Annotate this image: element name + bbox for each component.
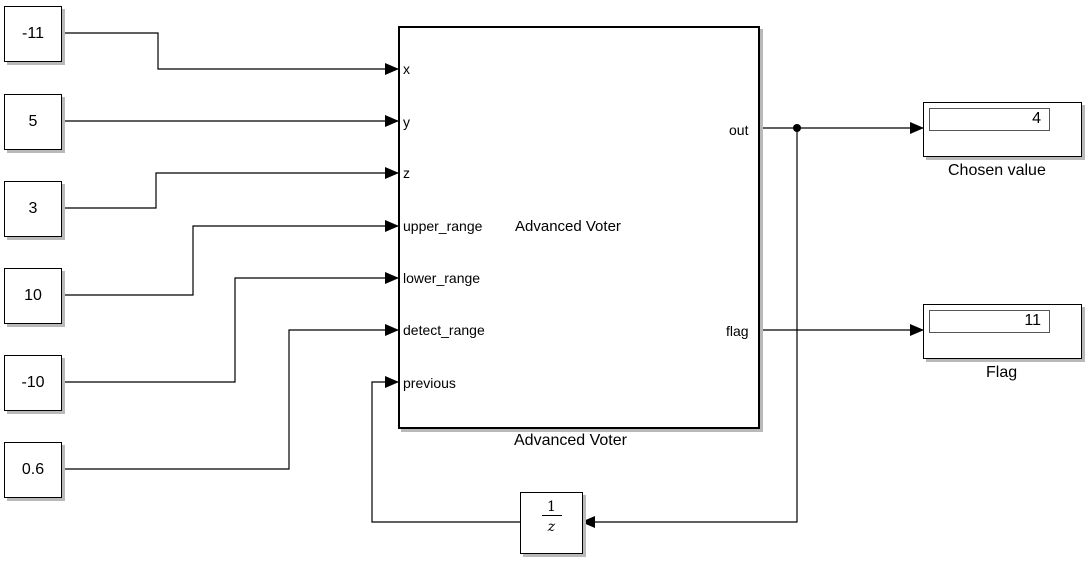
constant-value: 5 [28,113,38,130]
display-label-chosen-value: Chosen value [948,162,1046,179]
output-port-out: out [729,122,749,138]
constant-block[interactable]: -11 [4,6,62,62]
constant-value: 10 [24,287,42,304]
signal-line-previous[interactable] [371,376,520,523]
display-block-flag[interactable]: 11 [923,304,1082,359]
display-value: 4 [929,108,1050,131]
signal-line-lower-range[interactable] [61,272,399,383]
signal-line-detect-range[interactable] [61,324,399,470]
constant-block[interactable]: 0.6 [4,442,62,498]
constant-block[interactable]: 5 [4,94,62,150]
constant-block[interactable]: -10 [4,355,62,411]
input-port-lower-range: lower_range [403,270,481,286]
branch-point [793,124,801,132]
advanced-voter-subsystem[interactable] [398,26,760,429]
input-port-previous: previous [403,375,456,391]
delay-denominator: z [547,519,556,535]
input-port-x: x [403,61,410,77]
signal-line-feedback[interactable] [581,128,798,528]
display-value: 11 [929,310,1050,333]
signal-line-z[interactable] [61,167,399,209]
signal-line-upper-range[interactable] [61,220,399,296]
unit-delay-block[interactable]: 1 z [520,492,583,554]
constant-value: 0.6 [21,461,45,478]
constant-value: -11 [22,25,44,42]
input-port-y: y [403,114,410,130]
input-port-detect-range: detect_range [403,322,485,338]
input-port-upper-range: upper_range [403,218,483,234]
display-label-flag: Flag [986,364,1018,381]
constant-value: 3 [28,200,38,217]
constant-block[interactable]: 10 [4,268,62,324]
delay-numerator: 1 [547,499,556,515]
display-block-chosen-value[interactable]: 4 [923,102,1082,157]
input-port-z: z [403,165,410,181]
constant-block[interactable]: 3 [4,181,62,237]
subsystem-caption: Advanced Voter [514,432,627,449]
constant-value: -10 [21,374,45,391]
signal-line-x[interactable] [61,32,399,75]
subsystem-name: Advanced Voter [515,218,621,235]
fraction-bar [542,515,562,516]
output-port-flag: flag [726,323,749,339]
